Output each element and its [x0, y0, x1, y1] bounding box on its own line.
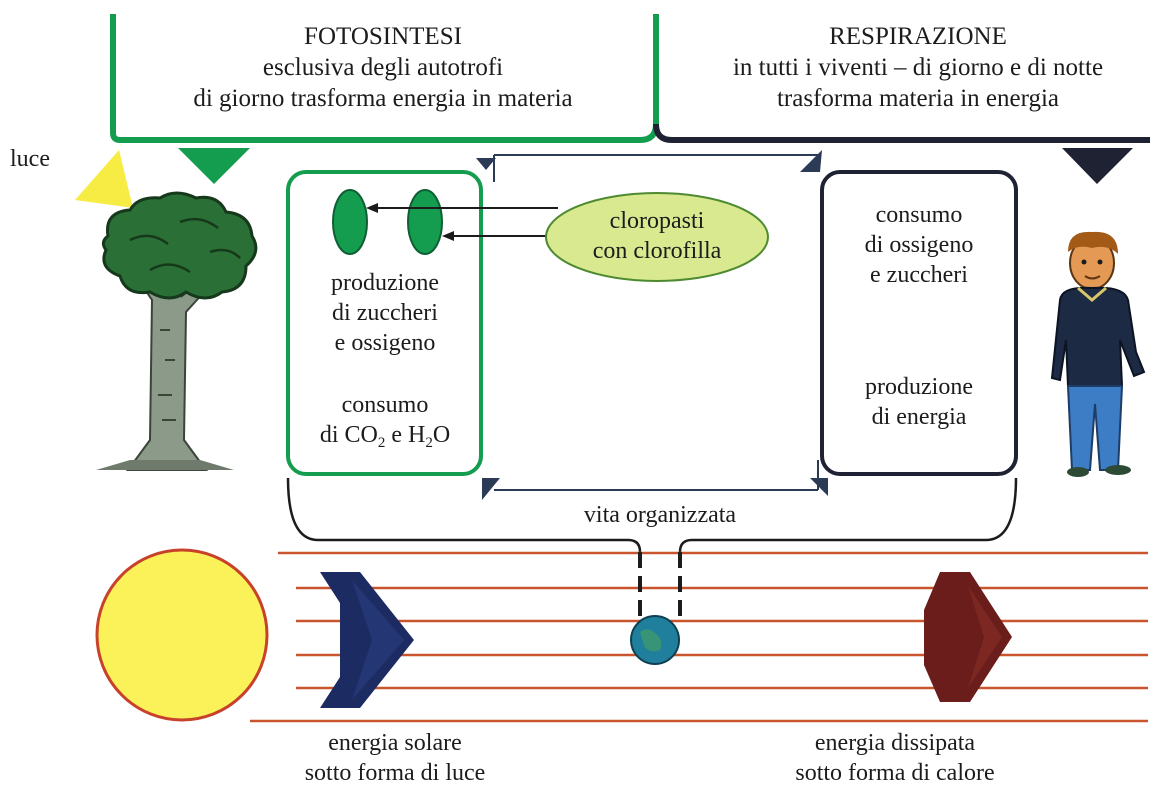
cycle-corner-arrow-top-right	[800, 150, 822, 172]
solar-energy-label-line: sotto forma di luce	[304, 760, 486, 786]
photosynthesis-title: FOTOSINTESI	[304, 23, 462, 50]
respiration-consumption-line: consumo	[875, 202, 963, 228]
respiration-header: RESPIRAZIONE in tutti i viventi – di gio…	[688, 21, 1148, 114]
photosynthesis-production-line: produzione	[331, 270, 439, 296]
photosynthesis-description: di giorno trasforma energia in materia	[193, 85, 573, 112]
respiration-title: RESPIRAZIONE	[829, 23, 1007, 50]
light-triangle	[75, 150, 133, 208]
photosynthesis-header: FOTOSINTESI esclusiva degli autotrofi di…	[113, 21, 653, 114]
photosynthesis-production-line: di zuccheri	[332, 300, 438, 326]
heat-energy-arrow	[924, 572, 1012, 702]
sun-disc	[95, 548, 269, 722]
solar-energy-label: energia solare sotto forma di luce	[270, 728, 520, 788]
respiration-process-box	[820, 170, 1018, 476]
respiration-production-line: di energia	[871, 404, 967, 430]
respiration-subtitle: in tutti i viventi – di giorno e di nott…	[732, 54, 1104, 81]
photosynthesis-production-text: produzione di zuccheri e ossigeno	[290, 268, 480, 358]
energy-flow-lines	[250, 551, 1148, 723]
earth-connector-lines	[638, 552, 682, 616]
organized-life-bracket	[286, 477, 1018, 553]
respiration-production-line: produzione	[865, 374, 973, 400]
formula-subscript: 2	[425, 435, 433, 451]
respiration-consumption-line: e zuccheri	[870, 262, 968, 288]
respiration-description: trasforma materia in energia	[776, 85, 1060, 112]
solar-energy-arrow	[320, 572, 414, 708]
respiration-consumption-line: di ossigeno	[864, 232, 974, 258]
dissipated-energy-label-line: energia dissipata	[814, 730, 976, 756]
respiration-consumption-text: consumo di ossigeno e zuccheri	[824, 200, 1014, 290]
respiration-header-frame	[653, 123, 1150, 143]
tree-illustration	[96, 191, 258, 471]
solar-energy-label-line: energia solare	[328, 730, 462, 756]
chloroplast-label-line: con clorofilla	[592, 238, 722, 264]
person-illustration	[1050, 231, 1146, 477]
chloroplast-left	[332, 189, 368, 255]
photosynthesis-consumption-line: consumo	[341, 392, 429, 418]
photosynthesis-consumption-formula: di CO2 e H2O	[290, 420, 480, 451]
dissipated-energy-label: energia dissipata sotto forma di calore	[760, 728, 1030, 788]
photosynthesis-production-line: e ossigeno	[334, 330, 436, 356]
photosynthesis-down-triangle	[178, 148, 250, 184]
cycle-corner-arrow-bottom-left	[482, 478, 500, 500]
chloroplast-label-bubble	[545, 192, 769, 282]
formula-text: di CO	[319, 422, 378, 448]
cycle-corner-arrow-top-left	[476, 158, 496, 170]
photosynthesis-consumption-text: consumo di CO2 e H2O	[290, 390, 480, 451]
respiration-production-text: produzione di energia	[824, 372, 1014, 432]
organized-life-label: vita organizzata	[583, 502, 737, 528]
dissipated-energy-label-line: sotto forma di calore	[795, 760, 995, 786]
photosynthesis-subtitle: esclusiva degli autotrofi	[262, 54, 504, 81]
light-label: luce	[10, 146, 50, 172]
cycle-corner-arrow-bottom-right	[810, 478, 828, 496]
chloroplast-right	[407, 189, 443, 255]
respiration-down-triangle	[1062, 148, 1133, 184]
chloroplast-pointer-arrows	[366, 203, 558, 241]
chloroplast-label: cloropasti con clorofilla	[552, 206, 762, 266]
formula-text: e H	[385, 422, 426, 448]
formula-subscript: 2	[377, 435, 386, 451]
formula-text: O	[432, 422, 451, 448]
chloroplast-label-line: cloropasti	[609, 208, 705, 234]
